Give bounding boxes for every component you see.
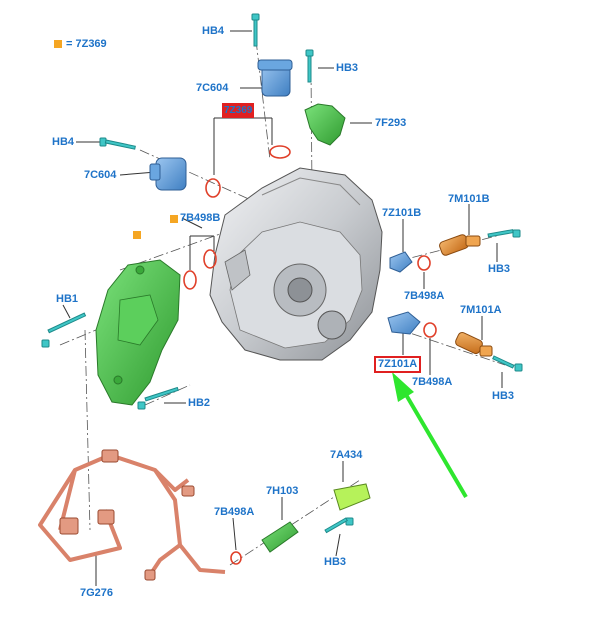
label-7b498a-right-2: 7B498A xyxy=(412,376,453,388)
sensor-7h103 xyxy=(261,521,299,553)
label-7m101b: 7M101B xyxy=(448,193,490,205)
label-7z101a-highlighted: 7Z101A xyxy=(374,356,422,373)
plate-7z101b xyxy=(389,251,413,273)
label-7g276: 7G276 xyxy=(80,587,114,599)
legend-marker-cover xyxy=(133,231,141,239)
legend-marker-7b498b xyxy=(170,215,178,223)
actuator-7c604-top xyxy=(257,59,293,97)
label-7f293: 7F293 xyxy=(375,117,407,129)
label-7c604-left: 7C604 xyxy=(84,169,117,181)
label-hb4-left: HB4 xyxy=(52,136,75,148)
label-hb3-right-1: HB3 xyxy=(488,263,511,275)
label-highlighted-red: 7Z369 xyxy=(222,103,255,118)
label-hb2: HB2 xyxy=(188,397,211,409)
label-hb3-bottom: HB3 xyxy=(324,556,347,568)
label-hb3-top: HB3 xyxy=(336,62,359,74)
actuator-7c604-left xyxy=(149,157,187,191)
bolts xyxy=(41,13,523,534)
label-hb1: HB1 xyxy=(56,293,79,305)
green-side-cover xyxy=(95,259,181,406)
label-hb3-right-2: HB3 xyxy=(492,390,515,402)
bracket-7a434 xyxy=(333,483,371,511)
label-7b498a-right-1: 7B498A xyxy=(404,290,445,302)
plate-7z101a xyxy=(387,311,421,335)
transmission-housing xyxy=(209,167,383,361)
label-7a434: 7A434 xyxy=(330,449,363,461)
label-7m101a: 7M101A xyxy=(460,304,502,316)
sensor-7m101b xyxy=(439,234,481,256)
label-7c604-top: 7C604 xyxy=(196,82,229,94)
bracket-7f293 xyxy=(304,103,346,146)
label-7b498a-bottom: 7B498A xyxy=(214,506,255,518)
label-hb4-top: HB4 xyxy=(202,25,225,37)
wiring-harness-7g276 xyxy=(38,453,226,577)
legend-text: = 7Z369 xyxy=(66,38,107,50)
o-rings xyxy=(183,145,437,565)
callout-arrow xyxy=(392,372,468,499)
label-7h103: 7H103 xyxy=(266,485,299,497)
sensor-7m101a xyxy=(455,331,493,357)
legend-square xyxy=(54,40,62,48)
leader-lines xyxy=(62,30,503,586)
label-7z101b: 7Z101B xyxy=(382,207,422,219)
label-7b498b: 7B498B xyxy=(180,212,221,224)
